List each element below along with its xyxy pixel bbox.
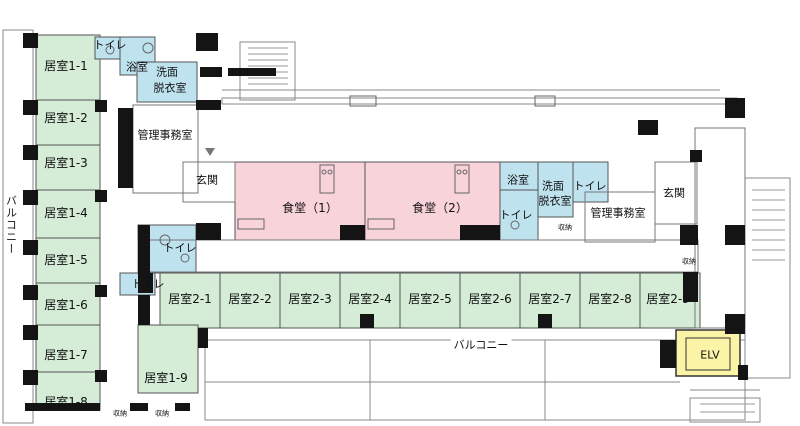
toilet-east-label-1: トイレ [499, 208, 533, 222]
room-1-1-label: 居室1-1 [44, 59, 88, 73]
corridor [137, 239, 699, 273]
toilet-east-2 [572, 161, 609, 203]
bath-east [499, 161, 539, 191]
dining-1-label: 食堂（1） [282, 201, 338, 215]
room-1-6-label: 居室1-6 [44, 298, 88, 312]
room-south-6 [459, 272, 521, 329]
room-south-1 [159, 272, 221, 329]
room-2-4-label: 居室2-4 [348, 292, 392, 306]
south-balcony-label: バルコニー [450, 339, 512, 351]
west-balcony-label: バルコニー [4, 195, 18, 255]
washroom-east-label-2: 脱衣室 [538, 194, 572, 208]
room-2-5-label: 居室2-5 [408, 292, 452, 306]
room-south-5 [399, 272, 461, 329]
washroom-north-label-1: 洗面 [156, 65, 178, 79]
room-2-9-label: 居室2-9 [646, 292, 690, 306]
room-south-2 [219, 272, 281, 329]
room-1-5-label: 居室1-5 [44, 253, 88, 267]
room-1-9 [137, 324, 199, 394]
elevator-label: ELV [700, 348, 720, 362]
north-eave [221, 97, 738, 105]
storage-label-1: 収納 [113, 409, 127, 418]
washroom-north-label-2: 脱衣室 [153, 81, 187, 95]
room-2-3-label: 居室2-3 [288, 292, 332, 306]
office-west [132, 104, 199, 194]
storage-label-2: 収納 [155, 409, 169, 418]
washroom-east-label-1: 洗面 [542, 179, 564, 193]
toilet-north-label: トイレ [93, 38, 127, 52]
bath-north-label: 浴室 [126, 60, 148, 74]
west-balcony [2, 29, 34, 424]
room-1-9-label: 居室1-9 [144, 371, 188, 385]
room-west-6 [35, 282, 101, 326]
washroom-north [136, 61, 198, 103]
entrance-west-label: 玄関 [196, 173, 218, 187]
toilet-east-label-2: トイレ [573, 179, 607, 193]
toilet-west-label-2: トイレ [131, 277, 165, 291]
office-east-label: 管理事務室 [590, 206, 646, 220]
bath-east-label: 浴室 [507, 173, 529, 187]
room-2-8-label: 居室2-8 [588, 292, 632, 306]
washroom-east [537, 161, 574, 218]
entrance-east [654, 161, 698, 225]
room-1-4-label: 居室1-4 [44, 206, 88, 220]
room-2-1-label: 居室2-1 [168, 292, 212, 306]
room-west-1 [35, 34, 101, 101]
room-1-2-label: 居室1-2 [44, 111, 88, 125]
room-1-8-label: 居室1-8 [44, 395, 88, 409]
storage-label-4: 収納 [682, 257, 696, 266]
room-2-2-label: 居室2-2 [228, 292, 272, 306]
room-2-7-label: 居室2-7 [528, 292, 572, 306]
room-south-3 [279, 272, 341, 329]
room-west-5 [35, 237, 101, 284]
room-west-2 [35, 99, 101, 146]
east-stair [744, 177, 791, 379]
room-west-4 [35, 189, 101, 239]
dining-2-label: 食堂（2） [412, 201, 468, 215]
room-1-3-label: 居室1-3 [44, 156, 88, 170]
entrance-east-label: 玄関 [663, 186, 685, 200]
toilet-west-label-1: トイレ [163, 241, 197, 255]
room-west-3 [35, 144, 101, 191]
entrance-west [182, 161, 236, 203]
office-west-label: 管理事務室 [137, 128, 193, 142]
room-west-7 [35, 324, 101, 373]
storage-label-3: 収納 [558, 223, 572, 232]
room-1-7-label: 居室1-7 [44, 348, 88, 362]
room-2-6-label: 居室2-6 [468, 292, 512, 306]
